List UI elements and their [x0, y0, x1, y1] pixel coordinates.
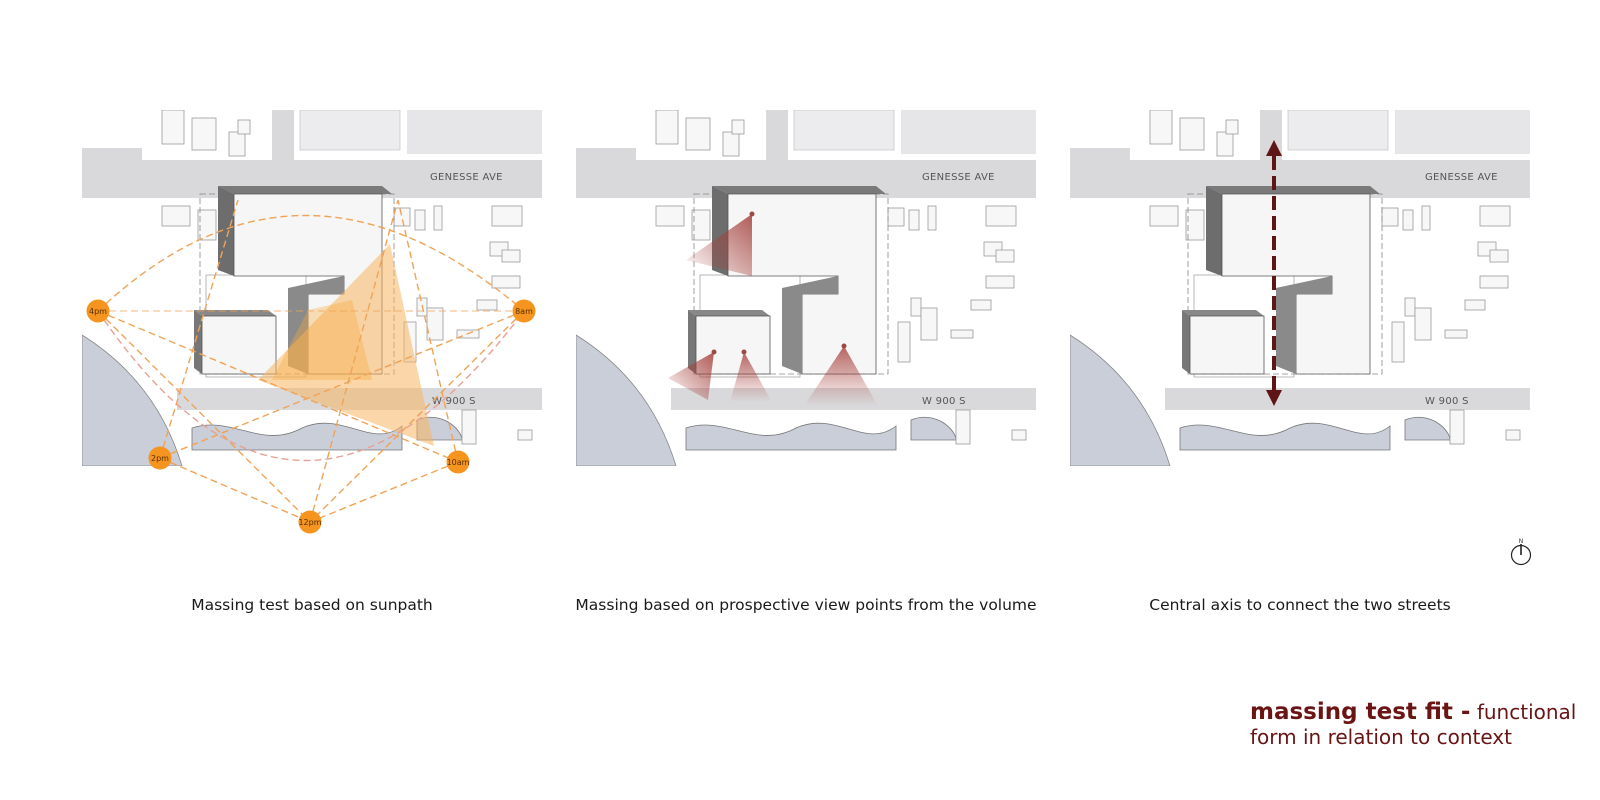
panel-views: GENESSE AVE W 900 S — [576, 110, 1036, 466]
site-base — [82, 110, 542, 466]
panel-axis: GENESSE AVE W 900 S — [1070, 110, 1530, 466]
street-label-south: W 900 S — [432, 396, 476, 407]
central-axis-arrow — [1266, 140, 1282, 406]
title-line1-bold: massing test fit - — [1250, 699, 1471, 725]
view-cone-south — [730, 352, 772, 402]
street-label-north: GENESSE AVE — [430, 172, 503, 183]
north-arrow-icon: N — [1510, 538, 1532, 566]
site-plan-views: GENESSE AVE W 900 S — [576, 110, 1036, 466]
page-title: massing test fit - functional form in re… — [1250, 700, 1576, 750]
caption-sunpath: Massing test based on sunpath — [191, 596, 433, 614]
site-plan-sunpath: GENESSE AVE W 900 S — [82, 110, 542, 466]
street-label-south: W 900 S — [1425, 396, 1469, 407]
view-cones — [668, 211, 878, 406]
panel-sunpath: GENESSE AVE W 900 S — [82, 110, 542, 466]
street-label-south: W 900 S — [922, 396, 966, 407]
caption-views: Massing based on prospective view points… — [575, 596, 1037, 614]
street-label-north: GENESSE AVE — [1425, 172, 1498, 183]
north-arrow: N — [1508, 536, 1534, 572]
sun-marker-icon — [298, 510, 322, 534]
view-cone-nw — [686, 214, 752, 276]
view-cone-se — [804, 346, 878, 406]
sun-label-12pm: 12pm — [298, 518, 321, 527]
sun-12pm: 12pm — [298, 510, 322, 534]
north-label: N — [1519, 538, 1524, 545]
site-base — [576, 110, 1036, 466]
site-plan-axis: GENESSE AVE W 900 S — [1070, 110, 1530, 466]
title-line2: form in relation to context — [1250, 725, 1512, 749]
caption-axis: Central axis to connect the two streets — [1149, 596, 1451, 614]
view-cone-sw — [668, 352, 714, 400]
street-label-north: GENESSE AVE — [922, 172, 995, 183]
site-base — [1070, 110, 1530, 466]
title-line1-rest: functional — [1470, 700, 1577, 724]
